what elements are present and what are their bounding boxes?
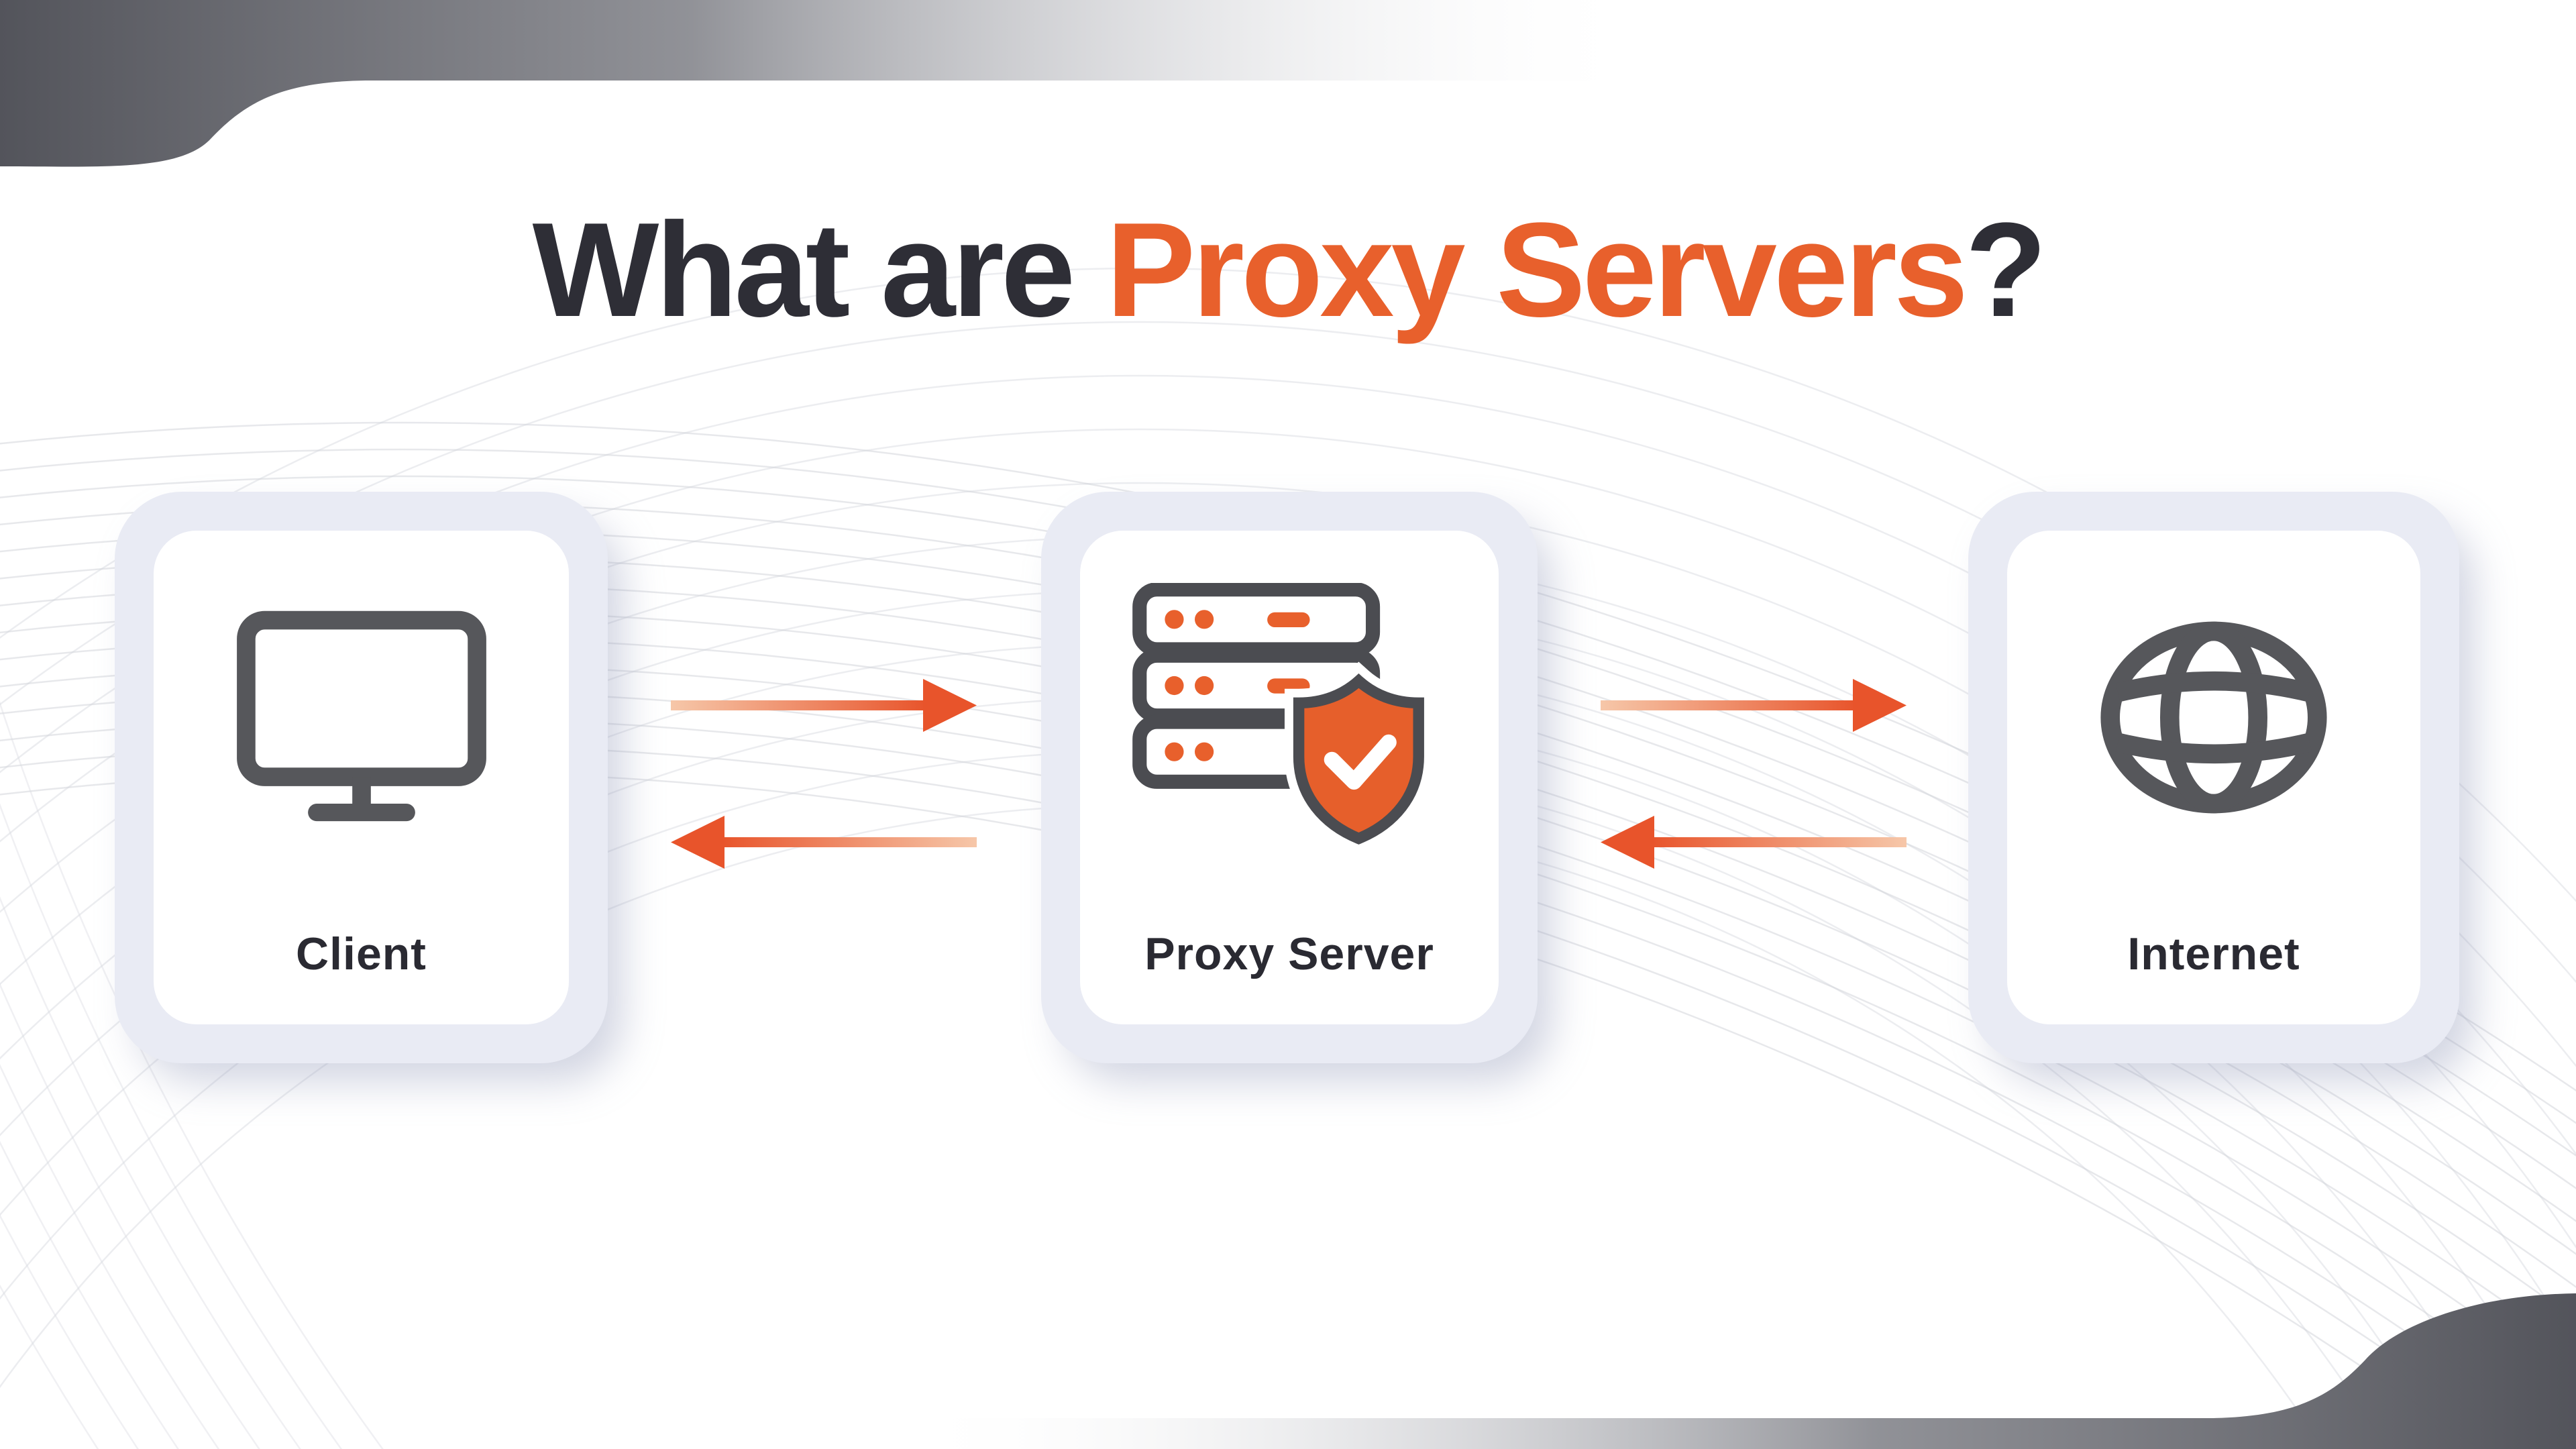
- internet-label: Internet: [2127, 928, 2300, 979]
- arrow-proxy-to-client: [671, 816, 977, 869]
- proxy-server-label: Proxy Server: [1144, 928, 1434, 979]
- title-suffix: ?: [1965, 195, 2047, 345]
- server-shield-icon: [1132, 583, 1433, 851]
- client-label: Client: [296, 928, 427, 979]
- title-highlight: Proxy Servers: [1106, 195, 1968, 345]
- corner-shape-top-left: [0, 0, 1644, 167]
- shield-check-icon: [1284, 661, 1433, 851]
- client-card: Client: [115, 492, 608, 1063]
- globe-icon: [2100, 621, 2327, 813]
- internet-card: Internet: [1968, 492, 2459, 1063]
- arrow-client-to-proxy: [671, 679, 977, 732]
- server-indicator-dots: [1165, 610, 1310, 761]
- proxy-server-card: Proxy Server: [1041, 492, 1538, 1063]
- arrow-proxy-to-internet: [1601, 679, 1907, 732]
- corner-shape-bottom-right: [906, 1293, 2576, 1449]
- client-card-inner: Client: [154, 531, 569, 1024]
- proxy-server-card-inner: Proxy Server: [1080, 531, 1499, 1024]
- title-prefix: What are: [532, 195, 1106, 345]
- page-title: What are Proxy Servers?: [0, 200, 2576, 341]
- arrow-internet-to-proxy: [1601, 816, 1907, 869]
- monitor-icon: [236, 610, 486, 822]
- internet-card-inner: Internet: [2007, 531, 2420, 1024]
